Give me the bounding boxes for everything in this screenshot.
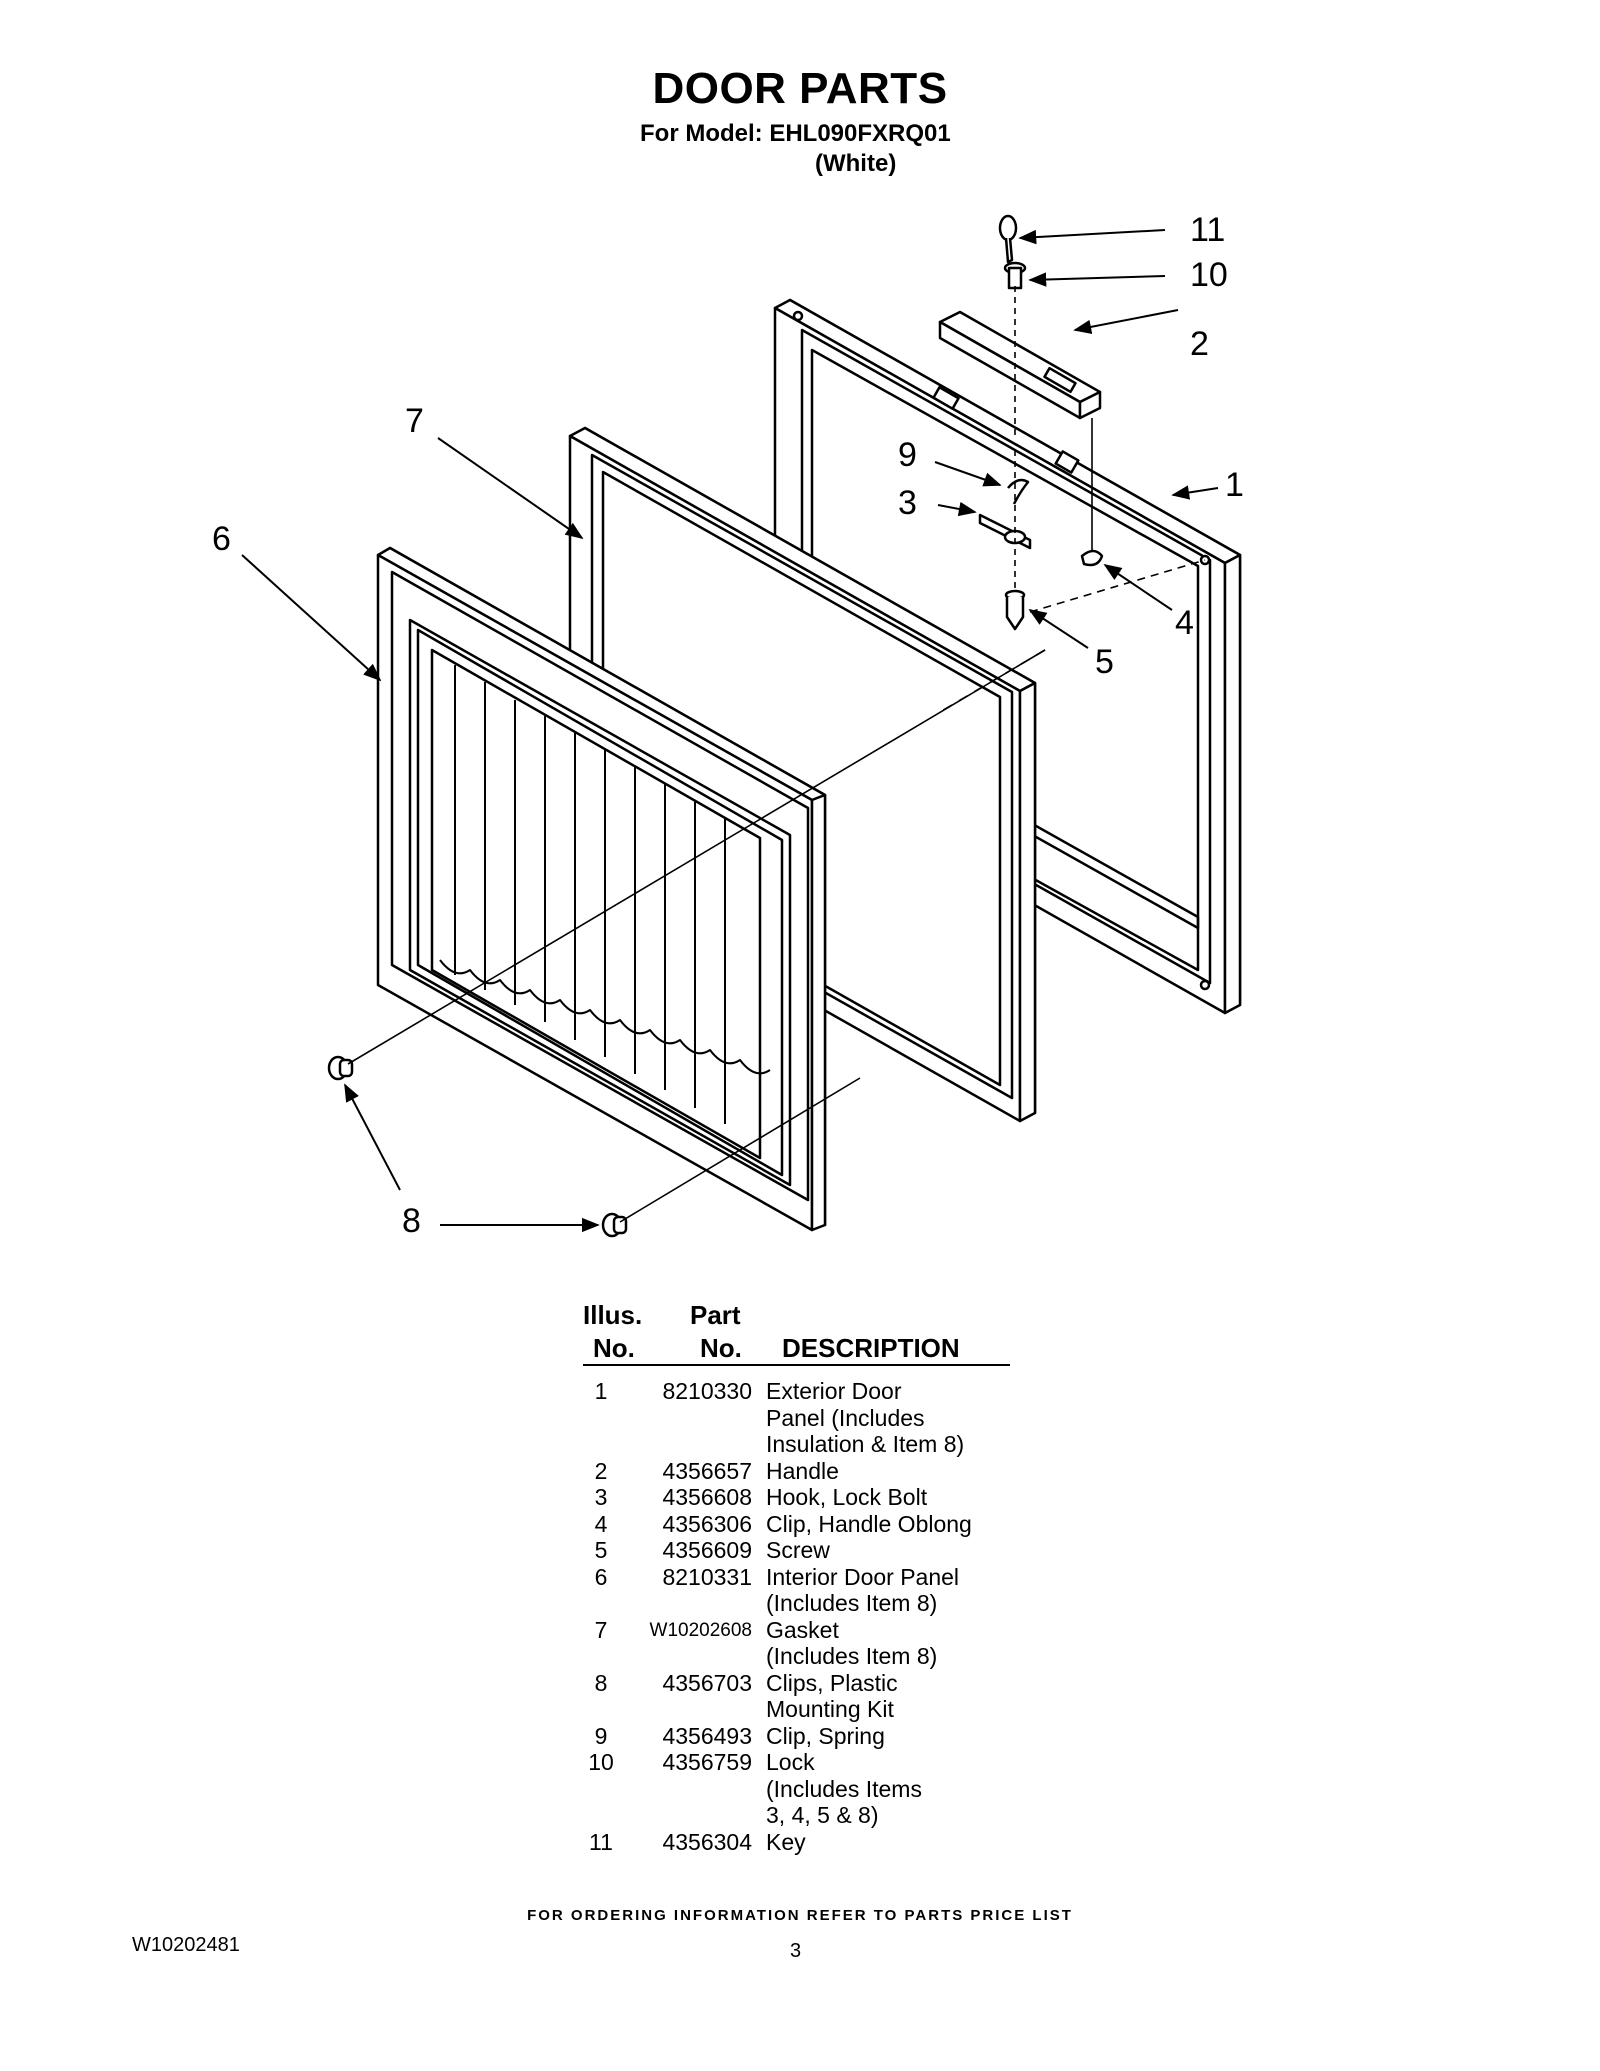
illus-number: 2 <box>594 1457 608 1484</box>
part-description: Interior Door Panel <box>766 1563 960 1590</box>
part-number: 4356759 <box>662 1749 752 1775</box>
table-row: 7 W10202608 Gasket <box>580 1617 1040 1644</box>
callout-8: 8 <box>402 1202 421 1240</box>
table-row: 1 8210330 Exterior Door <box>580 1378 1040 1405</box>
plastic-clip-upper <box>327 1055 354 1081</box>
page-title: DOOR PARTS <box>652 64 948 113</box>
col-part-bottom: No. <box>700 1333 742 1363</box>
callout-4: 4 <box>1175 604 1194 642</box>
callout-6: 6 <box>212 520 231 558</box>
part-description: 3, 4, 5 & 8) <box>766 1802 879 1828</box>
model-line: For Model: EHL090FXRQ01 <box>640 120 951 147</box>
part-description: Clips, Plastic <box>766 1669 898 1696</box>
table-row: Panel (Includes <box>580 1405 1040 1432</box>
table-row: (Includes Item 8) <box>580 1590 1040 1617</box>
col-part-top: Part <box>690 1300 741 1330</box>
part-number: 8210330 <box>662 1378 752 1404</box>
illus-number: 10 <box>588 1749 614 1775</box>
color-line: (White) <box>815 150 897 177</box>
table-row: 8 4356703 Clips, Plastic <box>580 1670 1040 1697</box>
part-description: Screw <box>766 1537 830 1563</box>
callout-2: 2 <box>1190 325 1209 363</box>
table-row: 3, 4, 5 & 8) <box>580 1802 1040 1829</box>
illus-number: 11 <box>589 1828 613 1855</box>
part-number: 4356493 <box>662 1722 752 1749</box>
header-rule <box>583 1364 1010 1366</box>
part-description: Mounting Kit <box>766 1696 894 1722</box>
exploded-parts-diagram: 11 10 2 7 9 1 3 6 4 5 8 <box>212 211 1244 1240</box>
part-description: (Includes Item 8) <box>766 1643 938 1669</box>
illus-number: 8 <box>594 1669 608 1696</box>
table-row: 6 8210331 Interior Door Panel <box>580 1564 1040 1591</box>
ordering-note: FOR ORDERING INFORMATION REFER TO PARTS … <box>527 1907 1073 1924</box>
interior-door-panel <box>376 546 827 1232</box>
callout-1: 1 <box>1225 466 1244 504</box>
col-illus-bottom: No. <box>593 1333 635 1363</box>
lock <box>1003 261 1027 290</box>
col-description: DESCRIPTION <box>782 1333 960 1363</box>
part-description: Handle <box>766 1457 839 1484</box>
part-number: 4356608 <box>662 1484 752 1510</box>
illus-number: 7 <box>594 1616 608 1643</box>
callout-9: 9 <box>898 436 917 474</box>
illus-number: 3 <box>594 1484 608 1510</box>
spring-clip <box>1007 478 1030 505</box>
part-number: W10202608 <box>649 1619 752 1641</box>
illus-number: 4 <box>594 1510 608 1537</box>
part-description: (Includes Items <box>766 1775 922 1802</box>
document-number: W10202481 <box>132 1934 240 1956</box>
part-description: Clip, Spring <box>766 1722 885 1749</box>
table-row: (Includes Item 8) <box>580 1643 1040 1670</box>
table-row: 2 4356657 Handle <box>580 1458 1040 1485</box>
part-number: 4356657 <box>662 1457 752 1484</box>
illus-number: 6 <box>594 1563 608 1590</box>
part-description: Exterior Door <box>766 1378 902 1404</box>
callout-10: 10 <box>1190 256 1228 294</box>
table-row: Mounting Kit <box>580 1696 1040 1723</box>
callout-7: 7 <box>405 402 424 440</box>
part-description: Gasket <box>766 1616 839 1643</box>
callout-3: 3 <box>898 484 917 522</box>
callout-5: 5 <box>1095 643 1114 681</box>
part-number: 8210331 <box>662 1563 752 1590</box>
part-number: 4356609 <box>662 1537 752 1563</box>
part-description: Panel (Includes <box>766 1404 925 1431</box>
table-row: 10 4356759 Lock <box>580 1749 1040 1776</box>
part-description: Insulation & Item 8) <box>766 1431 965 1457</box>
part-number: 4356306 <box>662 1510 752 1537</box>
table-row: 5 4356609 Screw <box>580 1537 1040 1564</box>
illus-number: 5 <box>594 1537 608 1563</box>
part-number: 4356304 <box>662 1828 752 1855</box>
part-description: Key <box>766 1828 806 1855</box>
part-description: Lock <box>766 1749 815 1775</box>
screw <box>1004 589 1026 631</box>
page-number: 3 <box>790 1940 802 1962</box>
table-row: 9 4356493 Clip, Spring <box>580 1723 1040 1750</box>
table-row: 4 4356306 Clip, Handle Oblong <box>580 1511 1040 1538</box>
handle <box>938 310 1102 420</box>
col-illus-top: Illus. <box>583 1300 643 1330</box>
exterior-door-panel <box>773 298 1242 1015</box>
clip-handle-oblong <box>1080 549 1104 567</box>
table-row: 3 4356608 Hook, Lock Bolt <box>580 1484 1040 1511</box>
callout-11: 11 <box>1190 211 1225 249</box>
table-row: 11 4356304 Key <box>580 1829 1040 1856</box>
table-row: (Includes Items <box>580 1776 1040 1803</box>
plastic-clip-lower <box>601 1212 628 1238</box>
part-number: 4356703 <box>662 1669 752 1696</box>
illus-number: 9 <box>594 1722 608 1749</box>
table-row: Insulation & Item 8) <box>580 1431 1040 1458</box>
illus-number: 1 <box>594 1378 608 1404</box>
part-description: Hook, Lock Bolt <box>766 1484 928 1510</box>
part-description: (Includes Item 8) <box>766 1590 938 1616</box>
part-description: Clip, Handle Oblong <box>766 1510 972 1537</box>
key <box>998 214 1018 264</box>
